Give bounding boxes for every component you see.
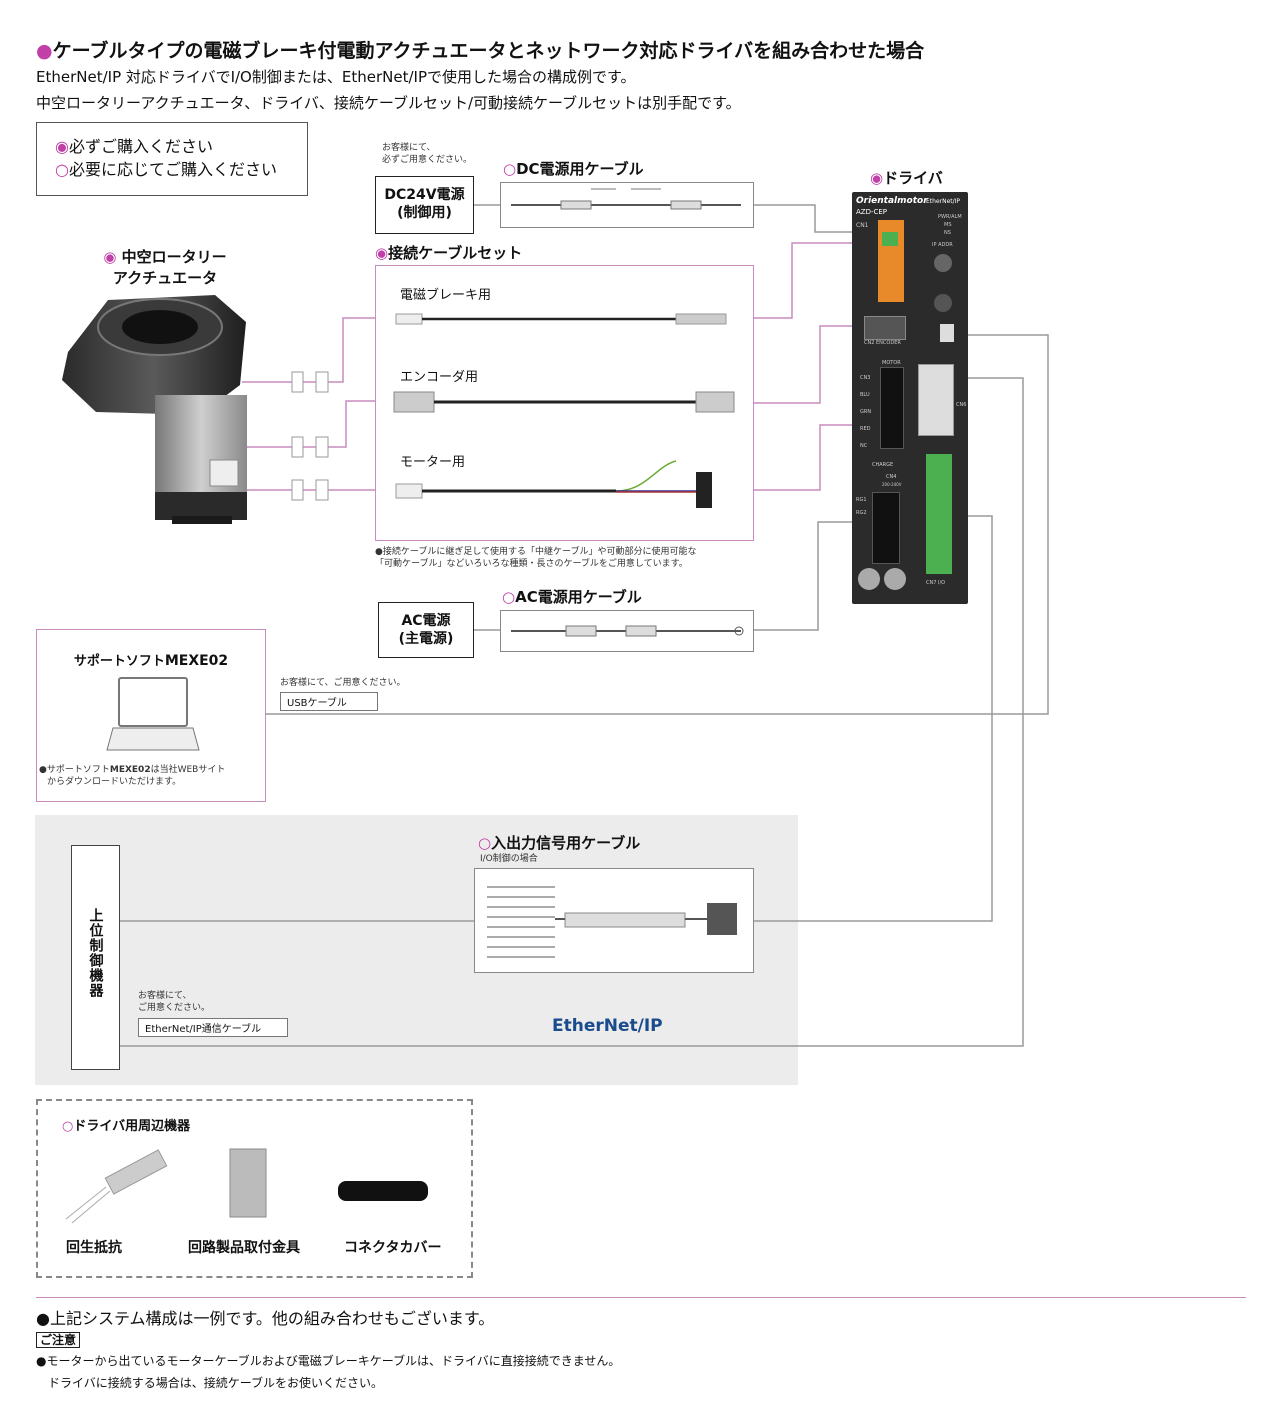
io-line [120,515,993,922]
ac-cable-label: ○AC電源用ケーブル [502,588,642,606]
peripherals-label: ○ドライバ用周辺機器 [62,1119,191,1134]
peripherals-box: ○ドライバ用周辺機器 回生抵抗 回路製品取付金具 コネクタカバー [36,1099,473,1278]
title-marker: ● [36,40,53,62]
page-title: ●ケーブルタイプの電磁ブレーキ付電動アクチュエータとネットワーク対応ドライバを組… [36,36,924,63]
software-box: サポートソフトMEXE02 ●サポートソフトMEXE02は当社WEBサイト から… [36,629,266,802]
software-title: サポートソフトMEXE02 [73,653,229,669]
brake-cable-line [242,317,375,383]
footer-line1: ●上記システム構成は一例です。他の組み合わせもございます。 [36,1309,495,1328]
dc-cable-box [500,182,754,228]
encoder-connector [864,316,906,340]
ethernet-ports [918,364,954,436]
encoder-to-driver-line [754,325,866,404]
cable-set-images [393,313,735,508]
mounting-bracket: 回路製品取付金具 [188,1240,300,1256]
ac-supply: AC電源 (主電源) [378,602,474,658]
subtitle-line-1: EtherNet/IP 対応ドライバでI/O制御または、EtherNet/IPで… [36,68,636,86]
driver-network: EtherNet/IP [926,198,961,205]
connector-cover: コネクタカバー [344,1240,442,1256]
host-controller: 上位制御機器 [71,845,120,1070]
dc24v-supply: DC24V電源 (制御用) [375,176,474,234]
encoder-cable-label: エンコーダ用 [400,370,479,385]
io-cable-sub: I/O制御の場合 [480,854,538,864]
driver-label: ◉ドライバ [870,169,943,187]
dc-to-driver-line [474,204,878,233]
cable-set-box: 電磁ブレーキ用 エンコーダ用 モーター用 [375,265,754,541]
subtitle-line-2: 中空ロータリーアクチュエータ、ドライバ、接続ケーブルセット/可動接続ケーブルセッ… [36,94,741,112]
motor-pins: CN3 BLU GRN RED NC [860,375,872,449]
dc-supply-note: お客様にて、 必ずご用意ください。 [382,143,473,165]
io-terminal [926,454,952,574]
motor-to-driver-line [754,424,866,491]
encoder-cable-line [242,400,375,448]
peripheral-images [65,1148,428,1224]
dc-cable-label: ○DC電源用ケーブル [503,160,644,178]
dc-cable-image [511,188,741,210]
footer-note2: ドライバに接続する場合は、接続ケーブルをお使いください。 [48,1376,384,1390]
laptop-icon [106,677,200,751]
software-note: ●サポートソフトMEXE02は当社WEBサイト からダウンロードいただけます。 [39,765,226,787]
brake-to-driver-line [754,242,878,319]
driver-unit: Orientalmotor EtherNet/IP AZD-CEP CN1 PW… [852,192,968,604]
driver-model: AZD-CEP [856,208,888,216]
power-connector [872,492,900,564]
footer-note1: ●モーターから出ているモーターケーブルおよび電磁ブレーキケーブルは、ドライバに直… [36,1354,621,1368]
motor-cable-label: モーター用 [400,455,466,470]
driver-brand: Orientalmotor [856,196,928,206]
cable-set-label: ◉接続ケーブルセット [375,244,523,262]
optional-marker: ○ [55,160,69,179]
ethernet-note: お客様にて、 ご用意ください。 [138,991,211,1013]
ethernet-tag: EtherNet/IP通信ケーブル [138,1018,288,1037]
ethernet-logo: EtherNet/IP [552,1016,663,1036]
ac-cable-box [500,610,754,652]
ethernet-line [120,377,1024,1047]
legend-optional: ○必要に応じてご購入ください [55,160,277,179]
usb-tag: USBケーブル [280,692,378,711]
motor-connector [880,367,904,449]
brake-cable-label: 電磁ブレーキ用 [400,288,492,303]
usb-note: お客様にて、ご用意ください。 [280,678,406,688]
caution-label: ご注意 [36,1329,81,1348]
usb-line [266,334,1049,715]
ac-to-driver-line [474,521,866,631]
footer-divider [36,1297,1246,1298]
usb-port [940,324,954,342]
cable-set-note: ●接続ケーブルに継ぎ足して使用する「中継ケーブル」や可動部分に使用可能な 「可動… [375,547,697,569]
required-marker: ◉ [55,137,69,156]
regen-resistor: 回生抵抗 [66,1240,122,1256]
ac-cable-image [511,625,744,637]
io-cable-label: ○入出力信号用ケーブル [478,834,641,852]
legend: ◉必ずご購入ください ○必要に応じてご購入ください [36,122,308,196]
actuator-label: ◉ 中空ロータリー アクチュエータ [103,248,227,287]
ip-rotary-switch [934,254,952,272]
host-label: 上位制御機器 [87,908,104,998]
io-cable-image [487,886,737,958]
io-cable-box [474,868,754,973]
title-text: ケーブルタイプの電磁ブレーキ付電動アクチュエータとネットワーク対応ドライバを組み… [52,40,925,62]
legend-required: ◉必ずご購入ください [55,137,213,156]
